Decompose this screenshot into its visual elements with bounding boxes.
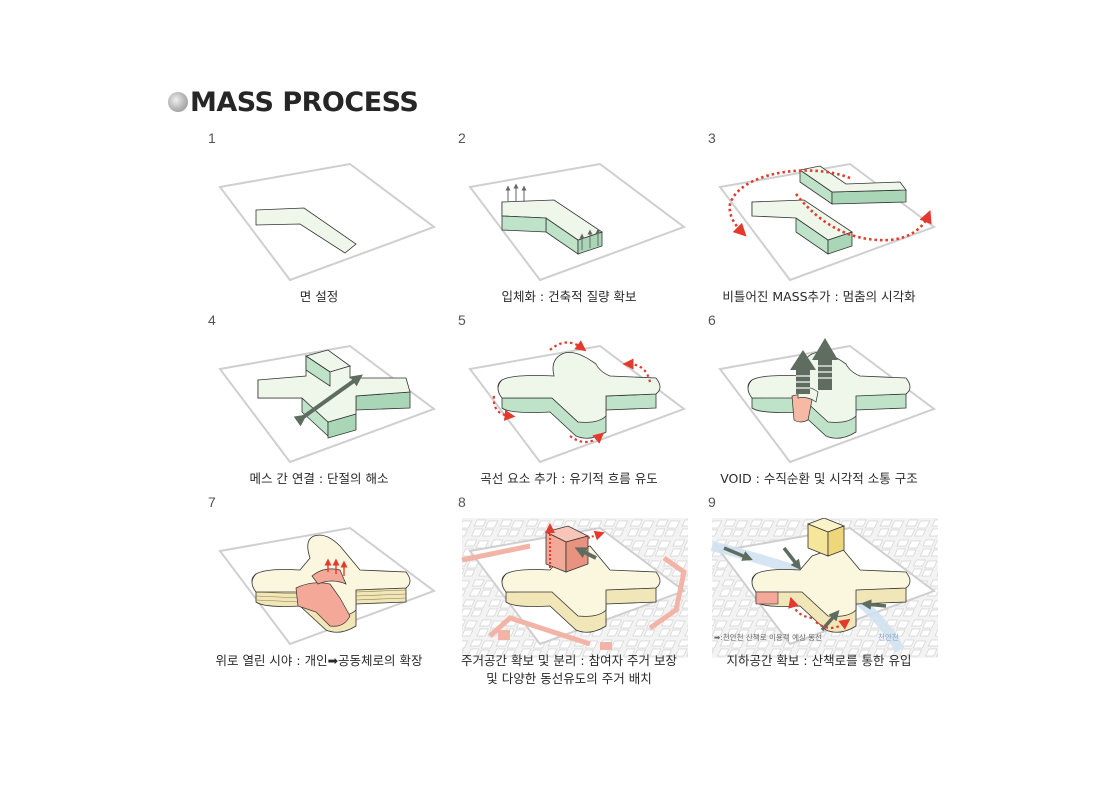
panel-caption-line-2: 및 다양한 동선유도의 주거 배치 xyxy=(486,671,652,686)
panel-number: 8 xyxy=(458,494,466,510)
walkway-legend: ➡:천안천 산책로 이용객 예상 동선 xyxy=(714,633,823,642)
panel-caption: 위로 열린 시야 : 개인➡공동체로의 확장 xyxy=(215,653,423,668)
diagram-extrusion xyxy=(450,154,688,294)
panel-caption: VOID : 수직순환 및 시각적 소통 구조 xyxy=(720,471,918,486)
diagram-plane-setting xyxy=(200,154,438,294)
page-title: MASS PROCESS xyxy=(190,86,419,118)
panel-number: 2 xyxy=(458,130,466,146)
diagram-underground-space xyxy=(700,518,938,658)
river-label: 천안천 xyxy=(878,633,899,642)
panel-number: 7 xyxy=(208,494,216,510)
panel-number: 4 xyxy=(208,312,216,328)
panel-caption: 비틀어진 MASS추가 : 멈춤의 시각화 xyxy=(722,289,916,304)
panel-caption: 지하공간 확보 : 산책로를 통한 유입 xyxy=(726,653,912,668)
panel-caption: 면 설정 xyxy=(299,289,339,304)
panel-number: 3 xyxy=(708,130,716,146)
diagram-housing-separation xyxy=(450,518,688,658)
panel-caption: 주거공간 확보 및 분리 : 참여자 주거 보장 xyxy=(460,653,678,668)
diagram-curve-elements xyxy=(450,336,688,476)
panel-caption: 입체화 : 건축적 질량 확보 xyxy=(501,289,637,304)
panel-caption: 곡선 요소 추가 : 유기적 흐름 유도 xyxy=(480,471,658,486)
diagram-void xyxy=(700,336,938,476)
panel-number: 5 xyxy=(458,312,466,328)
page-header: MASS PROCESS xyxy=(168,84,419,120)
diagram-twisted-mass xyxy=(700,154,938,294)
diagram-open-view xyxy=(200,518,438,658)
diagram-mass-connection xyxy=(200,336,438,476)
panel-number: 9 xyxy=(708,494,716,510)
panel-number: 6 xyxy=(708,312,716,328)
panel-number: 1 xyxy=(208,130,216,146)
panel-caption: 메스 간 연결 : 단절의 해소 xyxy=(249,471,389,486)
bullet-dot-icon xyxy=(168,92,188,112)
